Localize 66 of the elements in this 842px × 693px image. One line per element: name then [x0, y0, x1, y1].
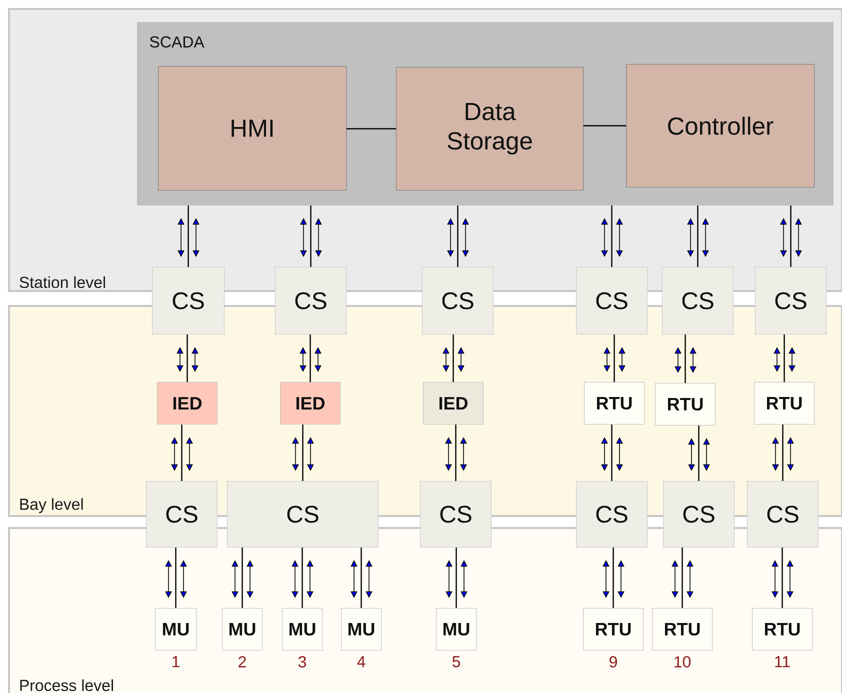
- switch-box: CS: [227, 481, 379, 548]
- switch-box: CS: [146, 481, 218, 548]
- device-number: 4: [357, 656, 366, 668]
- connector-line: [612, 548, 614, 608]
- connector-line: [310, 334, 311, 382]
- device-number: 11: [775, 656, 790, 668]
- connector-line: [782, 548, 783, 608]
- connector-line: [697, 206, 698, 267]
- connector-line: [188, 206, 189, 267]
- connector-line: [175, 548, 176, 608]
- device-number: 2: [238, 656, 246, 668]
- connector-line: [456, 548, 457, 608]
- device-box: MU: [436, 608, 477, 651]
- connector-line: [682, 548, 683, 608]
- device-box: IED: [280, 382, 341, 425]
- device-number: 9: [610, 656, 617, 668]
- switch-box: CS: [576, 267, 648, 335]
- connector-line: [186, 334, 188, 382]
- switch-box: CS: [747, 481, 819, 548]
- connector-line: [584, 125, 626, 126]
- connector-line: [181, 424, 182, 481]
- connector-line: [457, 206, 458, 267]
- device-number: 5: [452, 656, 460, 668]
- connector-line: [302, 548, 303, 608]
- node-label: Station level: [20, 276, 106, 288]
- device-box: MU: [341, 608, 382, 651]
- device-box: RTU: [752, 608, 813, 651]
- connector-line: [782, 424, 784, 481]
- connector-line: [611, 424, 612, 481]
- connector-line: [360, 548, 362, 608]
- switch-box: CS: [663, 481, 735, 548]
- switch-box: CS: [662, 267, 734, 335]
- connector-line: [310, 206, 312, 267]
- component-box: HMI: [158, 66, 347, 191]
- device-box: MU: [155, 608, 197, 651]
- connector-line: [452, 334, 454, 382]
- device-number: 1: [172, 656, 180, 668]
- switch-box: CS: [420, 481, 492, 548]
- connector-line: [790, 206, 792, 267]
- connector-line: [614, 334, 615, 382]
- switch-box: CS: [422, 267, 494, 335]
- device-box: RTU: [754, 382, 815, 425]
- connector-line: [346, 128, 396, 130]
- device-box: IED: [423, 382, 484, 425]
- connector-line: [684, 334, 686, 383]
- device-box: IED: [157, 382, 218, 425]
- device-box: RTU: [583, 608, 644, 651]
- connector-line: [611, 206, 612, 267]
- switch-box: CS: [275, 267, 347, 335]
- device-box: RTU: [652, 608, 713, 651]
- connector-line: [455, 424, 456, 481]
- switch-box: CS: [576, 481, 648, 548]
- device-number: 3: [298, 656, 306, 668]
- connector-line: [242, 548, 243, 608]
- device-box: RTU: [655, 383, 716, 426]
- component-box: Data Storage: [396, 67, 584, 191]
- device-box: MU: [222, 608, 263, 651]
- switch-box: CS: [152, 267, 225, 335]
- component-box: Controller: [626, 64, 815, 188]
- device-box: RTU: [584, 382, 645, 425]
- device-number: 10: [674, 656, 691, 668]
- connector-line: [784, 334, 785, 382]
- switch-box: CS: [755, 267, 827, 335]
- device-box: MU: [282, 608, 323, 651]
- connector-line: [302, 424, 304, 481]
- connector-line: [698, 426, 700, 481]
